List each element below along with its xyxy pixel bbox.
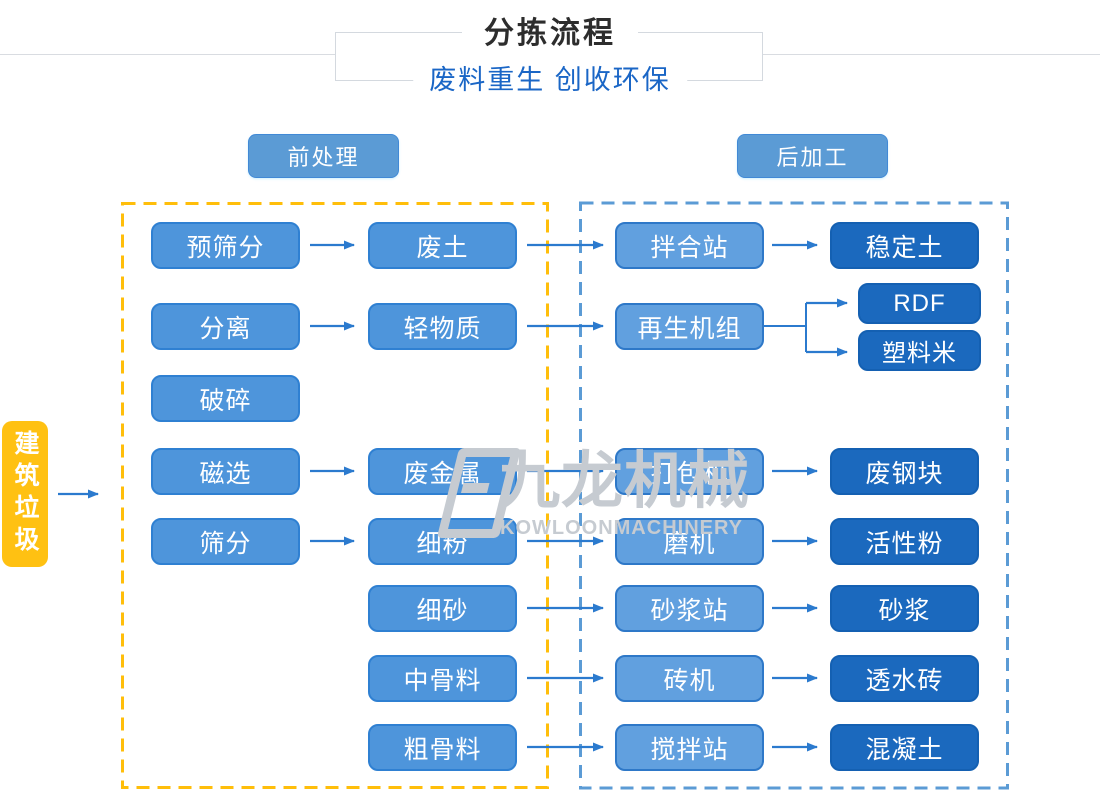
node-crushing: 破碎	[151, 375, 300, 422]
node-mixing-plant: 拌合站	[615, 222, 764, 269]
node-rdf: RDF	[858, 283, 981, 324]
node-concrete-mixing-plant: 搅拌站	[615, 724, 764, 771]
section-label-pre-processing: 前处理	[248, 134, 399, 178]
page-title: 分拣流程	[462, 16, 638, 52]
node-construction-waste: 建筑垃圾	[2, 421, 48, 567]
node-stabilized-soil: 稳定土	[830, 222, 979, 269]
node-separation: 分离	[151, 303, 300, 350]
node-plastic-pellets: 塑料米	[858, 330, 981, 371]
node-concrete: 混凝土	[830, 724, 979, 771]
node-mortar: 砂浆	[830, 585, 979, 632]
node-magnetic-separation: 磁选	[151, 448, 300, 495]
branch-connector-regeneration-unit	[764, 303, 807, 352]
node-pre-screening: 预筛分	[151, 222, 300, 269]
node-brick-machine: 砖机	[615, 655, 764, 702]
node-mill: 磨机	[615, 518, 764, 565]
section-label-post-processing: 后加工	[737, 134, 888, 178]
node-fine-sand: 细砂	[368, 585, 517, 632]
page-subtitle: 废料重生 创收环保	[413, 64, 687, 97]
node-fine-powder: 细粉	[368, 518, 517, 565]
node-medium-aggregate: 中骨料	[368, 655, 517, 702]
node-active-powder: 活性粉	[830, 518, 979, 565]
node-screening: 筛分	[151, 518, 300, 565]
node-steel-scrap-block: 废钢块	[830, 448, 979, 495]
node-scrap-metal: 废金属	[368, 448, 517, 495]
node-permeable-brick: 透水砖	[830, 655, 979, 702]
node-light-material: 轻物质	[368, 303, 517, 350]
node-mortar-plant: 砂浆站	[615, 585, 764, 632]
node-coarse-aggregate: 粗骨料	[368, 724, 517, 771]
node-regeneration-unit: 再生机组	[615, 303, 764, 350]
node-baler: 打包机	[615, 448, 764, 495]
node-waste-soil: 废土	[368, 222, 517, 269]
